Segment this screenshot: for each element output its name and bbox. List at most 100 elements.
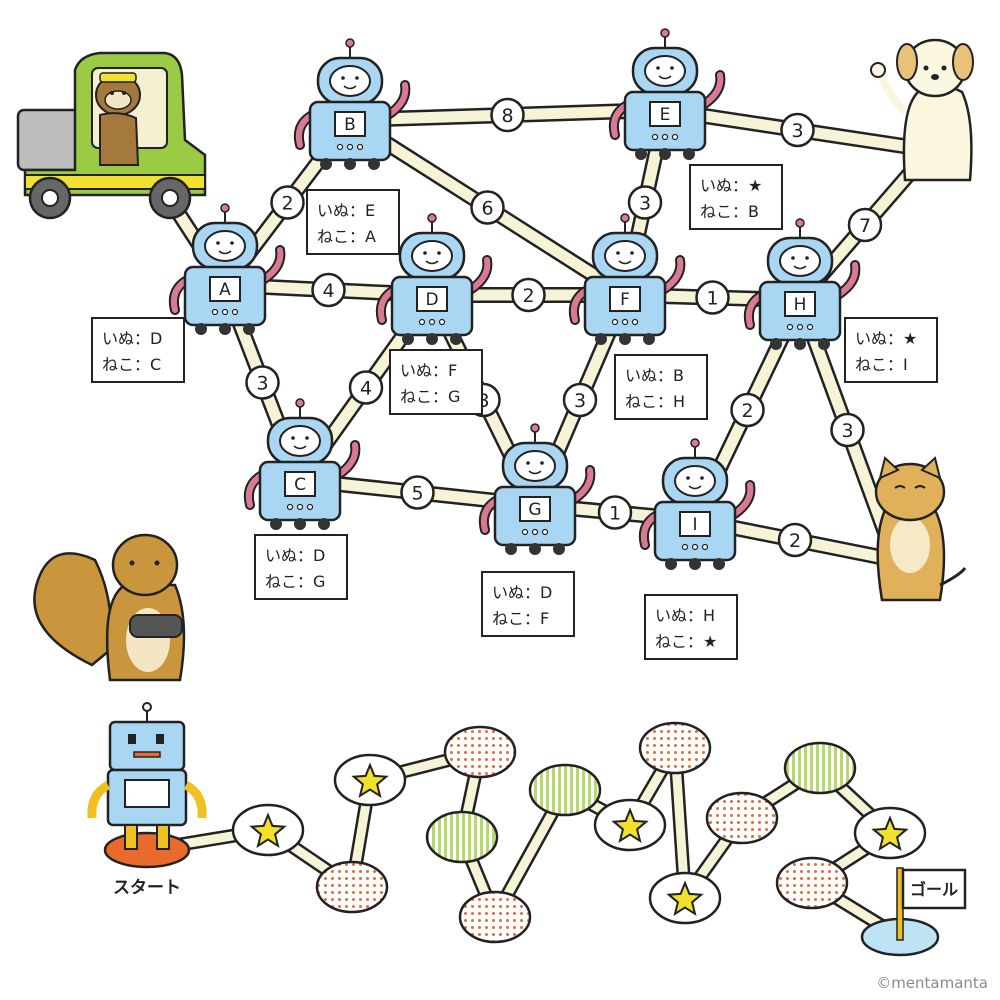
- clue-box-frame: [689, 164, 783, 230]
- weight-label: 6: [481, 198, 493, 220]
- dog-clue: いぬ：★: [700, 176, 762, 195]
- robot-wheel: [619, 333, 631, 345]
- robot-face: [674, 465, 716, 497]
- robot-face: [279, 425, 321, 457]
- edge-weight: 3: [627, 185, 663, 220]
- robot-g: G: [478, 423, 596, 555]
- edge-weight: 3: [562, 382, 598, 418]
- robot-mouth: [793, 265, 807, 270]
- robot-mouth: [293, 445, 307, 450]
- board-space-dots: [315, 860, 389, 914]
- weight-circle: [245, 365, 280, 400]
- weight-label: 3: [574, 390, 586, 412]
- edge-weight: 5: [400, 475, 435, 510]
- delivery-truck-icon: [16, 51, 207, 220]
- robot-letter-panel: [334, 111, 366, 137]
- robot-button: [428, 318, 436, 326]
- weight-circle: [511, 277, 546, 313]
- robot-wheel: [318, 518, 330, 530]
- robot-wheel: [243, 323, 255, 335]
- robot-mouth: [658, 75, 672, 80]
- robot-face: [604, 240, 646, 272]
- dog-clue: いぬ：D: [102, 329, 162, 348]
- robot-eye: [437, 251, 441, 255]
- board-space-shape: [443, 725, 517, 779]
- robot-eye: [670, 66, 674, 70]
- robot-eye: [686, 476, 690, 480]
- robot-antenna-tip: [530, 423, 540, 433]
- edge-weight: 2: [730, 392, 765, 428]
- clue-box-frame: [614, 354, 708, 420]
- weight-circle: [311, 272, 346, 308]
- robot-wheel: [794, 338, 806, 350]
- clue-box-frame: [389, 349, 483, 415]
- board-space-shape: [315, 860, 389, 914]
- weight-circle: [597, 495, 633, 530]
- clue-box-frame: [481, 571, 575, 637]
- robot-letter: F: [620, 290, 630, 310]
- star-icon: [666, 880, 704, 916]
- cat-clue: ねこ：H: [625, 392, 685, 411]
- robot-button: [418, 318, 426, 326]
- robot-wheel: [643, 333, 655, 345]
- robot-eye: [216, 241, 220, 245]
- weight-label: 4: [360, 378, 372, 400]
- weight-circle: [730, 392, 765, 428]
- robot-button: [651, 133, 659, 141]
- cat-clue: ねこ：C: [102, 355, 161, 374]
- robot-wheel: [683, 148, 695, 160]
- board-space-star: [333, 753, 407, 807]
- robot-eye: [805, 256, 809, 260]
- robot-wheel: [450, 333, 462, 345]
- robot-wheel: [270, 518, 282, 530]
- robot-button: [631, 318, 639, 326]
- star-icon: [351, 762, 389, 798]
- weight-circle: [695, 280, 730, 315]
- cat-clue: ねこ：G: [400, 387, 460, 406]
- board-spaces: [231, 721, 927, 944]
- robot-mouth: [218, 250, 232, 255]
- robot-eye: [656, 66, 660, 70]
- board-space-dots: [458, 890, 532, 944]
- robot-button: [671, 133, 679, 141]
- robot-eye: [291, 436, 295, 440]
- board-space-dots: [443, 725, 517, 779]
- robot-button: [611, 318, 619, 326]
- robot-button: [231, 308, 239, 316]
- robot-button: [521, 528, 529, 536]
- robot-antenna-tip: [345, 38, 355, 48]
- board-space-star: [231, 803, 305, 857]
- weight-label: 2: [789, 530, 801, 552]
- robot-mouth: [528, 470, 542, 475]
- edge-weight: 2: [270, 185, 305, 220]
- weight-circle: [830, 412, 865, 448]
- edge-weight: 3: [245, 365, 280, 400]
- robot-c: C: [243, 398, 361, 530]
- robot-wheel: [195, 323, 207, 335]
- robot-wheel: [320, 158, 332, 170]
- robot-eye: [700, 476, 704, 480]
- star-icon: [249, 812, 287, 848]
- clue-box-g: いぬ：Dねこ：F: [481, 571, 575, 637]
- dog-icon: [870, 38, 974, 182]
- robot-letter: C: [294, 475, 306, 495]
- edge-weight: 8: [490, 97, 525, 133]
- weight-label: 2: [741, 400, 753, 422]
- robot-mouth: [618, 260, 632, 265]
- dog-clue: いぬ：D: [265, 546, 325, 565]
- robot-face: [411, 240, 453, 272]
- robot-button: [356, 143, 364, 151]
- weight-circle: [780, 112, 815, 148]
- robot-antenna-tip: [795, 218, 805, 228]
- robot-button: [286, 503, 294, 511]
- robot-button: [541, 528, 549, 536]
- robot-button: [221, 308, 229, 316]
- robot-antenna-tip: [620, 213, 630, 223]
- robot-letter: H: [794, 295, 807, 315]
- star-icon: [611, 807, 649, 843]
- robot-wheel: [402, 333, 414, 345]
- edge-weight: 3: [830, 412, 865, 448]
- clue-box-frame: [306, 189, 400, 255]
- robot-button: [346, 143, 354, 151]
- robot-wheel: [294, 518, 306, 530]
